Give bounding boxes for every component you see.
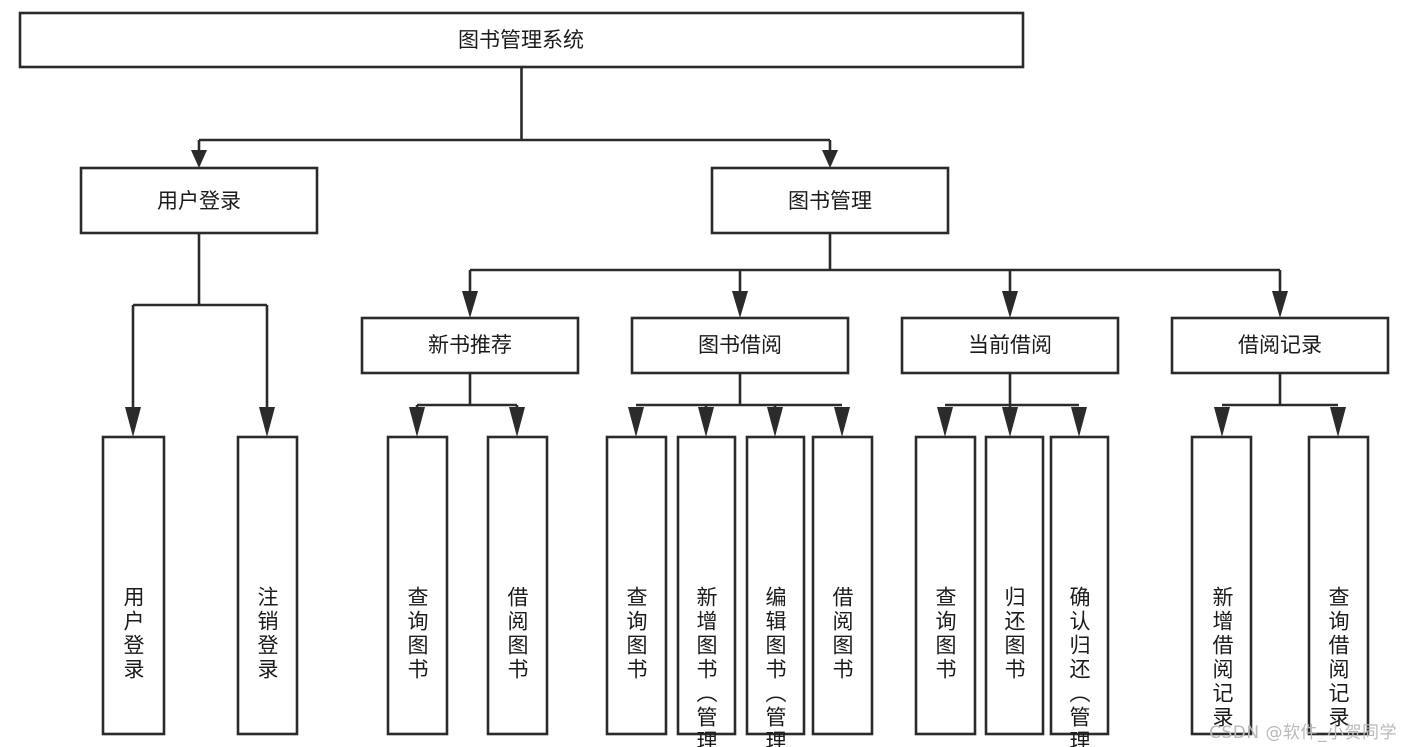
leaf-query-record[interactable]: 查询借阅记录 [1307, 435, 1370, 736]
node-new-book-rec-box[interactable] [360, 316, 580, 375]
arrow-to-leaf-query-book-3 [937, 407, 953, 437]
node-borrow-record-box[interactable] [1170, 316, 1390, 375]
leaf-add-record-label: 新增借阅记录 [1210, 586, 1234, 730]
leaf-user-login-label: 用户登录 [121, 586, 145, 682]
leaf-query-book-1[interactable]: 查询图书 [386, 435, 449, 736]
leaf-query-record-label: 查询借阅记录 [1326, 586, 1350, 730]
node-book-manage-label: 图书管理 [788, 189, 872, 213]
leaf-borrow-book-2[interactable]: 借阅图书 [811, 435, 874, 736]
node-user-login-label: 用户登录 [157, 189, 241, 213]
leaf-user-logout-label: 注销登录 [255, 586, 279, 682]
node-new-book-rec-label: 新书推荐 [428, 333, 512, 357]
arrow-to-book-borrow [732, 291, 748, 318]
leaf-return-book-box[interactable] [984, 435, 1045, 736]
arrow-to-leaf-confirm-return-admin [1071, 407, 1087, 437]
arrow-to-current-borrow [1002, 291, 1018, 318]
leaf-confirm-return-admin-box[interactable] [1049, 435, 1110, 736]
node-new-book-rec[interactable]: 新书推荐 [360, 316, 580, 375]
leaf-user-login-box[interactable] [101, 435, 166, 736]
edges-current-borrow-to-leaves [937, 373, 1087, 437]
node-root[interactable]: 图书管理系统 [18, 11, 1025, 69]
node-user-login-box[interactable] [79, 166, 319, 235]
node-book-borrow-label: 图书借阅 [698, 333, 782, 357]
leaf-query-book-2-box[interactable] [605, 435, 668, 736]
leaf-add-book-admin-label: 新增图书（管理员） [694, 586, 718, 747]
arrow-to-leaf-edit-book-admin [767, 407, 783, 437]
leaf-return-book-label: 归还图书 [1002, 586, 1026, 682]
node-root-label: 图书管理系统 [458, 28, 584, 52]
leaf-add-book-admin[interactable]: 新增图书（管理员） [676, 435, 737, 747]
arrow-to-leaf-query-book-2 [628, 407, 644, 437]
arrow-to-leaf-query-record [1330, 407, 1346, 437]
leaf-borrow-book-2-box[interactable] [811, 435, 874, 736]
leaf-confirm-return-admin[interactable]: 确认归还（管理员） [1049, 435, 1110, 747]
leaf-query-book-1-label: 查询图书 [405, 586, 429, 682]
arrow-to-leaf-user-login [125, 407, 141, 437]
node-borrow-record-label: 借阅记录 [1238, 333, 1322, 357]
leaf-borrow-book-1-box[interactable] [486, 435, 549, 736]
leaf-user-login[interactable]: 用户登录 [101, 435, 166, 736]
node-current-borrow-label: 当前借阅 [968, 333, 1052, 357]
edges-root-to-level2 [191, 67, 838, 168]
arrow-to-book-manage [822, 150, 838, 168]
leaf-borrow-book-1-label: 借阅图书 [505, 586, 529, 682]
arrow-to-leaf-borrow-book-2 [834, 407, 850, 437]
leaf-query-book-3[interactable]: 查询图书 [914, 435, 977, 736]
arrow-to-leaf-add-record [1214, 407, 1230, 437]
arrow-to-user-login [191, 150, 207, 168]
leaf-confirm-return-admin-label: 确认归还（管理员） [1067, 586, 1091, 747]
node-book-borrow-box[interactable] [630, 316, 850, 375]
node-book-borrow[interactable]: 图书借阅 [630, 316, 850, 375]
edges-borrow-record-to-leaves [1214, 373, 1346, 437]
leaf-query-book-3-label: 查询图书 [933, 586, 957, 682]
leaf-query-book-1-box[interactable] [386, 435, 449, 736]
edges-book-manage-to-level3 [462, 233, 1288, 318]
arrow-to-borrow-record [1272, 291, 1288, 318]
arrow-to-leaf-user-logout [259, 407, 275, 437]
leaf-edit-book-admin-label: 编辑图书（管理员） [763, 586, 787, 747]
leaf-return-book[interactable]: 归还图书 [984, 435, 1045, 736]
arrow-to-new-book-rec [462, 291, 478, 318]
leaf-borrow-book-1[interactable]: 借阅图书 [486, 435, 549, 736]
leaf-query-book-2-label: 查询图书 [624, 586, 648, 682]
leaf-user-logout[interactable]: 注销登录 [236, 435, 299, 736]
node-current-borrow[interactable]: 当前借阅 [900, 316, 1120, 375]
edges-book-borrow-to-leaves [628, 373, 850, 437]
node-book-manage-box[interactable] [710, 166, 950, 235]
node-root-box[interactable] [18, 11, 1025, 69]
leaf-query-book-3-box[interactable] [914, 435, 977, 736]
leaf-query-book-2[interactable]: 查询图书 [605, 435, 668, 736]
node-borrow-record[interactable]: 借阅记录 [1170, 316, 1390, 375]
arrow-to-leaf-query-book-1 [409, 407, 425, 437]
node-book-manage[interactable]: 图书管理 [710, 166, 950, 235]
leaf-add-record[interactable]: 新增借阅记录 [1190, 435, 1253, 736]
leaf-user-logout-box[interactable] [236, 435, 299, 736]
leaf-edit-book-admin-box[interactable] [745, 435, 806, 736]
edges-new-book-rec-to-leaves [409, 373, 525, 437]
arrow-to-leaf-return-book [1002, 407, 1018, 437]
leaf-add-book-admin-box[interactable] [676, 435, 737, 736]
leaf-borrow-book-2-label: 借阅图书 [830, 586, 854, 682]
csdn-watermark: CSDN @软件_小贺同学 [1209, 723, 1397, 743]
leaf-query-record-box[interactable] [1307, 435, 1370, 736]
edges-user-login-to-leaves [125, 233, 275, 437]
arrow-to-leaf-add-book-admin [698, 407, 714, 437]
arrow-to-leaf-borrow-book-1 [509, 407, 525, 437]
node-user-login[interactable]: 用户登录 [79, 166, 319, 235]
node-current-borrow-box[interactable] [900, 316, 1120, 375]
leaf-edit-book-admin[interactable]: 编辑图书（管理员） [745, 435, 806, 747]
leaf-add-record-box[interactable] [1190, 435, 1253, 736]
